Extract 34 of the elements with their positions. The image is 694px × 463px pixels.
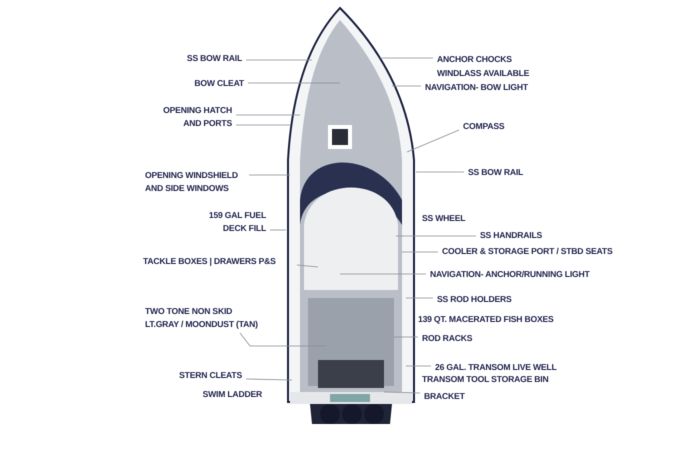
callout-label: 159 GAL FUEL DECK FILL [198, 209, 266, 235]
callout-label: NAVIGATION- BOW LIGHT [425, 81, 528, 94]
callout-label: ROD RACKS [422, 332, 472, 345]
callout-label: TWO TONE NON SKID LT.GRAY / MOONDUST (TAN) [145, 305, 263, 331]
callout-label: OPENING WINDSHIELD AND SIDE WINDOWS [145, 169, 245, 195]
callout-label: STERN CLEATS [122, 369, 242, 382]
leader-line [394, 336, 418, 338]
callout-label: 26 GAL. TRANSOM LIVE WELL [435, 361, 557, 374]
callout-label: COMPASS [463, 120, 504, 133]
callout-label: WINDLASS AVAILABLE [437, 67, 530, 80]
callout-label: OPENING HATCH AND PORTS [160, 104, 232, 130]
callout-label: 139 QT. MACERATED FISH BOXES [418, 313, 554, 326]
leader-line [236, 114, 300, 116]
leader-line [236, 124, 290, 126]
callout-label: SS HANDRAILS [480, 229, 542, 242]
leader-line [296, 264, 318, 268]
leader-line [248, 82, 340, 84]
callout-label: SS BOW RAIL [122, 52, 242, 65]
leader-line [246, 378, 292, 380]
callout-label: SS BOW RAIL [468, 166, 524, 179]
callout-label: TRANSOM TOOL STORAGE BIN [422, 373, 549, 386]
callout-label: SWIM LADDER [202, 388, 262, 401]
callout-label: ANCHOR CHOCKS [437, 53, 512, 66]
leader-line [248, 174, 290, 176]
callout-label: TACKLE BOXES | DRAWERS P&S [143, 255, 293, 268]
leader-line [240, 332, 326, 346]
callout-label: BOW CLEAT [124, 77, 244, 90]
leader-line [406, 130, 460, 152]
callout-label: COOLER & STORAGE PORT / STBD SEATS [442, 245, 613, 258]
callout-label: SS ROD HOLDERS [437, 293, 512, 306]
callout-label: NAVIGATION- ANCHOR/RUNNING LIGHT [430, 268, 590, 281]
callout-label: BRACKET [424, 390, 465, 403]
callout-label: SS WHEEL [422, 212, 466, 225]
leader-line [384, 392, 420, 394]
